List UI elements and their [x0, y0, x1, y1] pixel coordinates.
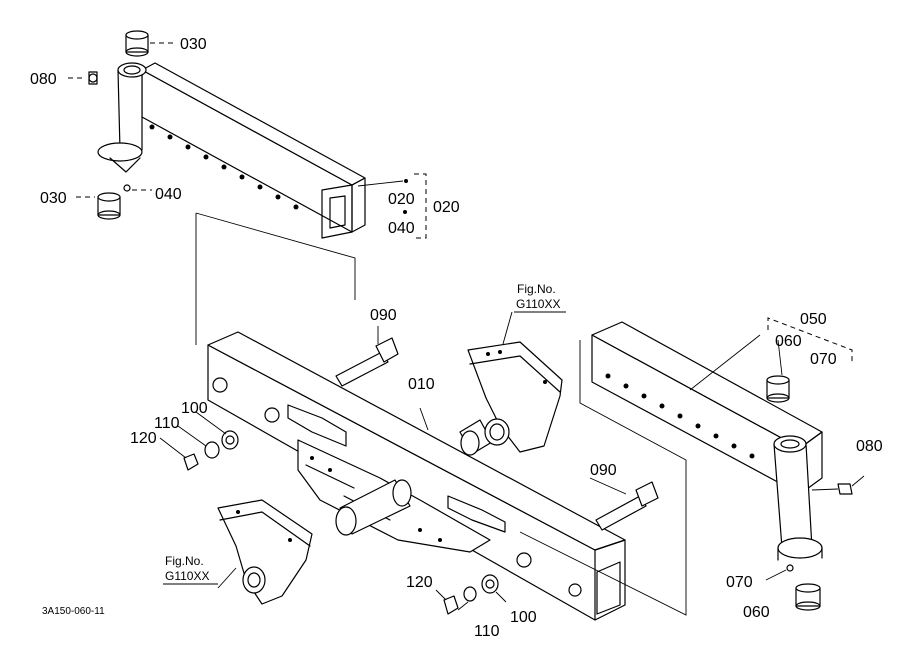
callout-020-a: 020 — [388, 191, 415, 208]
callout-090-top: 090 — [370, 307, 397, 324]
callout-010: 010 — [408, 376, 435, 393]
callout-110-left: 110 — [154, 415, 180, 432]
figref-top-code: G110XX — [516, 297, 560, 311]
callout-040: 040 — [155, 186, 182, 203]
callout-120-bottom: 120 — [406, 574, 433, 591]
hardware-set — [159, 326, 659, 615]
callout-060-top: 060 — [775, 333, 802, 350]
callout-060-low: 060 — [743, 604, 770, 621]
drawing-code: 3A150-060-11 — [42, 606, 105, 617]
main-frame-beam — [207, 331, 626, 621]
callout-020-group: 020 — [433, 199, 460, 216]
figure-references: Fig.No. G110XX Fig.No. G110XX — [163, 282, 566, 585]
callout-070-right: 070 — [810, 351, 837, 368]
callout-labels: 030 080 030 040 020 040 020 090 010 100 … — [30, 36, 883, 640]
figref-bottom-code: G110XX — [165, 569, 209, 583]
callout-080-right: 080 — [856, 438, 883, 455]
callout-030-top: 030 — [180, 36, 207, 53]
callout-080-left: 080 — [30, 71, 57, 88]
figref-bottom-label: Fig.No. — [165, 554, 204, 568]
callout-120-left: 120 — [130, 430, 157, 447]
callout-070-low: 070 — [726, 574, 753, 591]
figref-top-label: Fig.No. — [517, 282, 556, 296]
right-extension-arm — [519, 317, 865, 616]
callout-100-bottom: 100 — [510, 609, 537, 626]
callout-110-bottom: 110 — [474, 623, 500, 640]
callout-040-b: 040 — [388, 220, 415, 237]
callout-100-left: 100 — [181, 400, 208, 417]
upper-bracket — [467, 311, 563, 453]
lower-bracket — [217, 499, 313, 605]
callout-050-group: 050 — [800, 311, 827, 328]
callout-090-right: 090 — [590, 462, 617, 479]
callout-030-left: 030 — [40, 190, 67, 207]
left-extension-arm — [68, 30, 427, 345]
